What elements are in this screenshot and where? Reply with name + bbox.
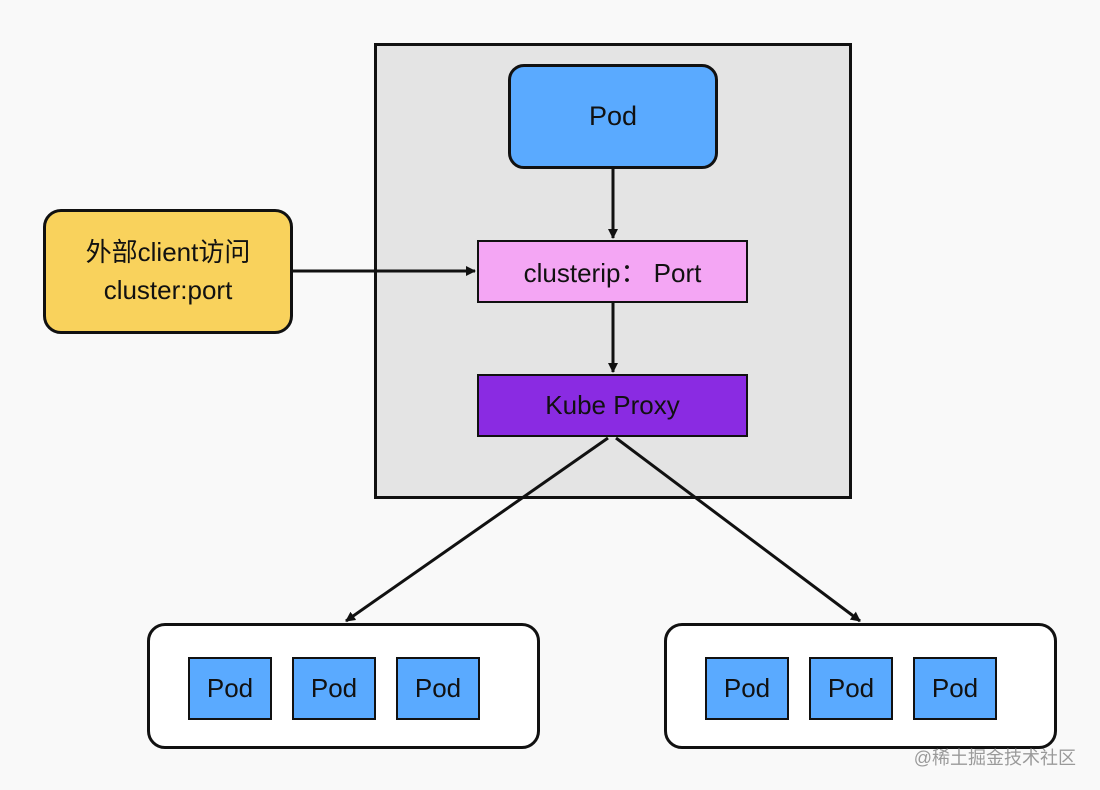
pod-node-label: Pod [827,673,875,703]
pod-node-top-label: Pod [588,101,638,131]
pod-node-top: Pod [508,64,718,169]
kube-proxy-node: Kube Proxy [477,374,748,437]
edge-proxy-to-right-group [615,436,861,623]
clusterip-node: clusterip： Port [477,240,748,303]
pod-node-label: Pod [723,673,771,703]
external-client-node: 外部client访问 cluster:port [43,209,293,334]
pod-node: Pod [705,657,789,720]
external-client-label-line2: cluster:port [103,274,233,305]
pod-group-left: Pod Pod Pod [147,623,540,749]
pod-node-label: Pod [206,673,254,703]
external-client-label-line1: 外部client访问 [85,236,251,267]
pod-node: Pod [292,657,376,720]
pod-group-right: Pod Pod Pod [664,623,1057,749]
pod-node: Pod [396,657,480,720]
pod-node: Pod [809,657,893,720]
pod-node: Pod [188,657,272,720]
edge-proxy-to-left-group [345,436,609,623]
pod-node-label: Pod [931,673,979,703]
kube-proxy-node-label: Kube Proxy [545,390,680,420]
watermark: @稀土掘金技术社区 [913,748,1076,768]
clusterip-node-label: clusterip： Port [523,258,702,288]
pod-node-label: Pod [310,673,358,703]
pod-node: Pod [913,657,997,720]
pod-node-label: Pod [414,673,462,703]
